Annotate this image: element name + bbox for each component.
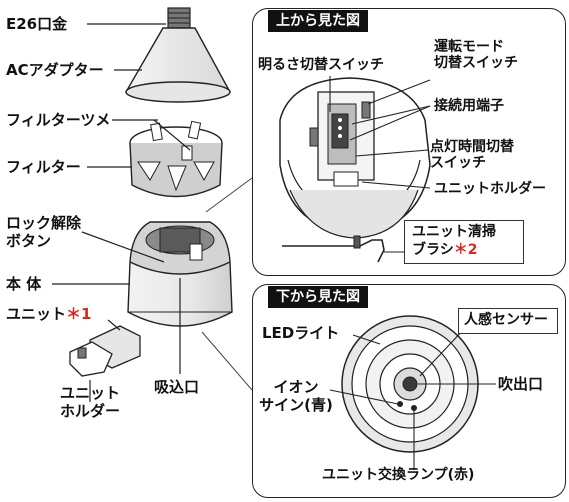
unit-illustration <box>69 325 141 377</box>
motion-sensor-label: 人感センサー <box>464 312 548 328</box>
top-view-illustration <box>279 77 431 263</box>
filter-label: フィルター <box>6 158 81 176</box>
mode-switch-label-line2: 切替スイッチ <box>434 55 518 71</box>
unit-label-text: ユニット <box>6 305 67 323</box>
motion-sensor-label-box <box>458 308 558 334</box>
brush-note-mark: ＊2 <box>453 242 478 258</box>
unit-holder-label-line1: ユニット <box>59 384 120 402</box>
panel-connector-lines <box>201 177 253 391</box>
brush-label-line1: ユニット清掃 <box>412 224 496 240</box>
left-leader-lines <box>52 23 191 402</box>
unit-note-mark: ＊1 <box>66 305 92 323</box>
bottom-view-leader-lines <box>329 327 496 470</box>
e26-base-illustration <box>167 7 191 29</box>
unit-lamp-label: ユニット交換ランプ(赤) <box>322 467 475 483</box>
brightness-switch-label: 明るさ切替スイッチ <box>258 57 384 73</box>
e26-base-label: E26口金 <box>6 15 68 33</box>
intake-label: 吸込口 <box>154 378 200 396</box>
lock-release-label-line2: ボタン <box>6 232 52 250</box>
timer-switch-label-line2: スイッチ <box>430 155 486 171</box>
main-body-label: 本 体 <box>6 275 42 293</box>
unit-label: ユニット＊1 <box>6 305 91 323</box>
mode-switch-label-line1: 運転モード <box>434 39 504 55</box>
ion-sign-label-line2: サイン(青) <box>259 396 333 414</box>
brush-label-text: ブラシ <box>412 242 454 258</box>
brush-label-box <box>404 220 524 264</box>
led-light-label: LEDライト <box>262 324 340 342</box>
ac-adapter-illustration <box>124 27 232 103</box>
top-view-leader-lines <box>329 76 431 253</box>
bottom-view-title: 下から見た図 <box>268 286 368 308</box>
top-view-panel <box>252 8 566 276</box>
ac-adapter-label: ACアダプター <box>6 61 104 79</box>
outlet-label: 吹出口 <box>498 375 544 393</box>
timer-switch-label-line1: 点灯時間切替 <box>430 139 514 155</box>
filter-claw-label: フィルターツメ <box>6 111 111 129</box>
connector-label: 接続用端子 <box>434 98 504 114</box>
bottom-view-panel <box>252 284 566 498</box>
unit-holder-top-label: ユニットホルダー <box>434 181 546 197</box>
brush-label-line2: ブラシ＊2 <box>412 241 477 259</box>
unit-holder-label-line2: ホルダー <box>59 402 120 420</box>
ion-sign-label-line1: イオン <box>273 378 319 396</box>
top-view-title: 上から見た図 <box>268 10 368 32</box>
lock-release-label-line1: ロック解除 <box>6 214 82 232</box>
filter-illustration <box>129 120 223 198</box>
